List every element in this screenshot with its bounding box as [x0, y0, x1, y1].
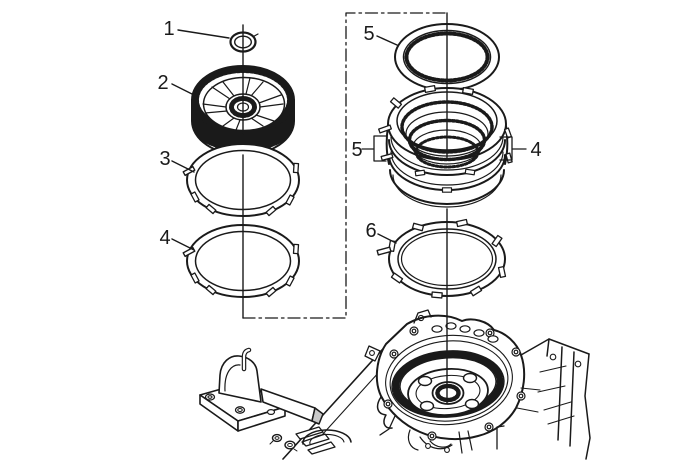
callout-label-2: 2 [157, 72, 169, 94]
centerlines [242, 12, 448, 404]
leader-2 [171, 83, 197, 97]
retaining-ring-part1 [229, 31, 259, 53]
clutch-pack-parts4-5 [378, 85, 513, 208]
callout-label-1: 1 [163, 18, 175, 40]
callout-label-3: 3 [159, 148, 171, 170]
leader-5-top [376, 35, 398, 46]
phantom-connection-line [242, 12, 448, 319]
transmission-case [282, 309, 591, 460]
tool-saddle [218, 355, 262, 403]
clutch-plate-part4-left [182, 224, 300, 298]
leader-4 [171, 238, 195, 251]
holding-fixture-tool [199, 347, 324, 432]
top-lugs [431, 322, 499, 343]
callout-label-5-stack: 5 [351, 139, 363, 161]
callout-label-5-top: 5 [363, 23, 375, 45]
callout-label-4-stack: 4 [530, 139, 542, 161]
flange-bolt-holes [383, 326, 526, 441]
bracket-4-stack [499, 136, 527, 161]
callout-label-6: 6 [365, 220, 377, 242]
small-fasteners [269, 433, 298, 452]
leader-3 [171, 160, 195, 173]
clutch-drum-part2 [191, 65, 295, 156]
bracket-5-stack [361, 135, 387, 162]
callout-leader-lines [171, 29, 527, 251]
leader-6 [377, 233, 397, 244]
drum-web-spokes [202, 77, 284, 131]
pressure-plate-part6 [376, 218, 507, 299]
leader-1 [177, 29, 230, 39]
callout-label-4: 4 [159, 227, 171, 249]
clutch-plate-part3 [182, 143, 300, 217]
